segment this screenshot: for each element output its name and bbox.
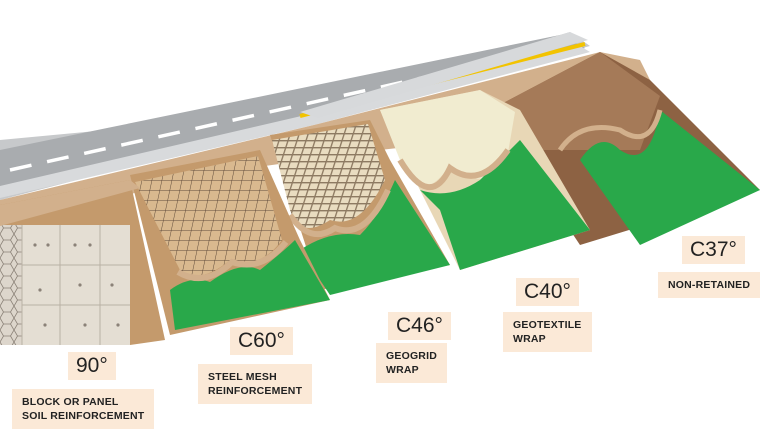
desc-line: WRAP [386,363,437,377]
desc-line: STEEL MESH [208,370,302,384]
angle-label-nonretained: C37° [682,236,745,264]
angle-label-geotextile: C40° [516,278,579,306]
desc-line: REINFORCEMENT [208,384,302,398]
desc-line: GEOTEXTILE [513,318,582,332]
desc-label-geogrid: GEOGRID WRAP [376,343,447,383]
desc-label-geotextile: GEOTEXTILE WRAP [503,312,592,352]
desc-line: BLOCK OR PANEL [22,395,144,409]
desc-label-nonretained: NON-RETAINED [658,272,760,298]
desc-label-block: BLOCK OR PANEL SOIL REINFORCEMENT [12,389,154,429]
desc-line: SOIL REINFORCEMENT [22,409,144,423]
angle-label-steel: C60° [230,327,293,355]
desc-line: WRAP [513,332,582,346]
angle-label-geogrid: C46° [388,312,451,340]
desc-line: GEOGRID [386,349,437,363]
desc-label-steel: STEEL MESH REINFORCEMENT [198,364,312,404]
desc-line: NON-RETAINED [668,278,750,292]
angle-label-block: 90° [68,352,116,380]
